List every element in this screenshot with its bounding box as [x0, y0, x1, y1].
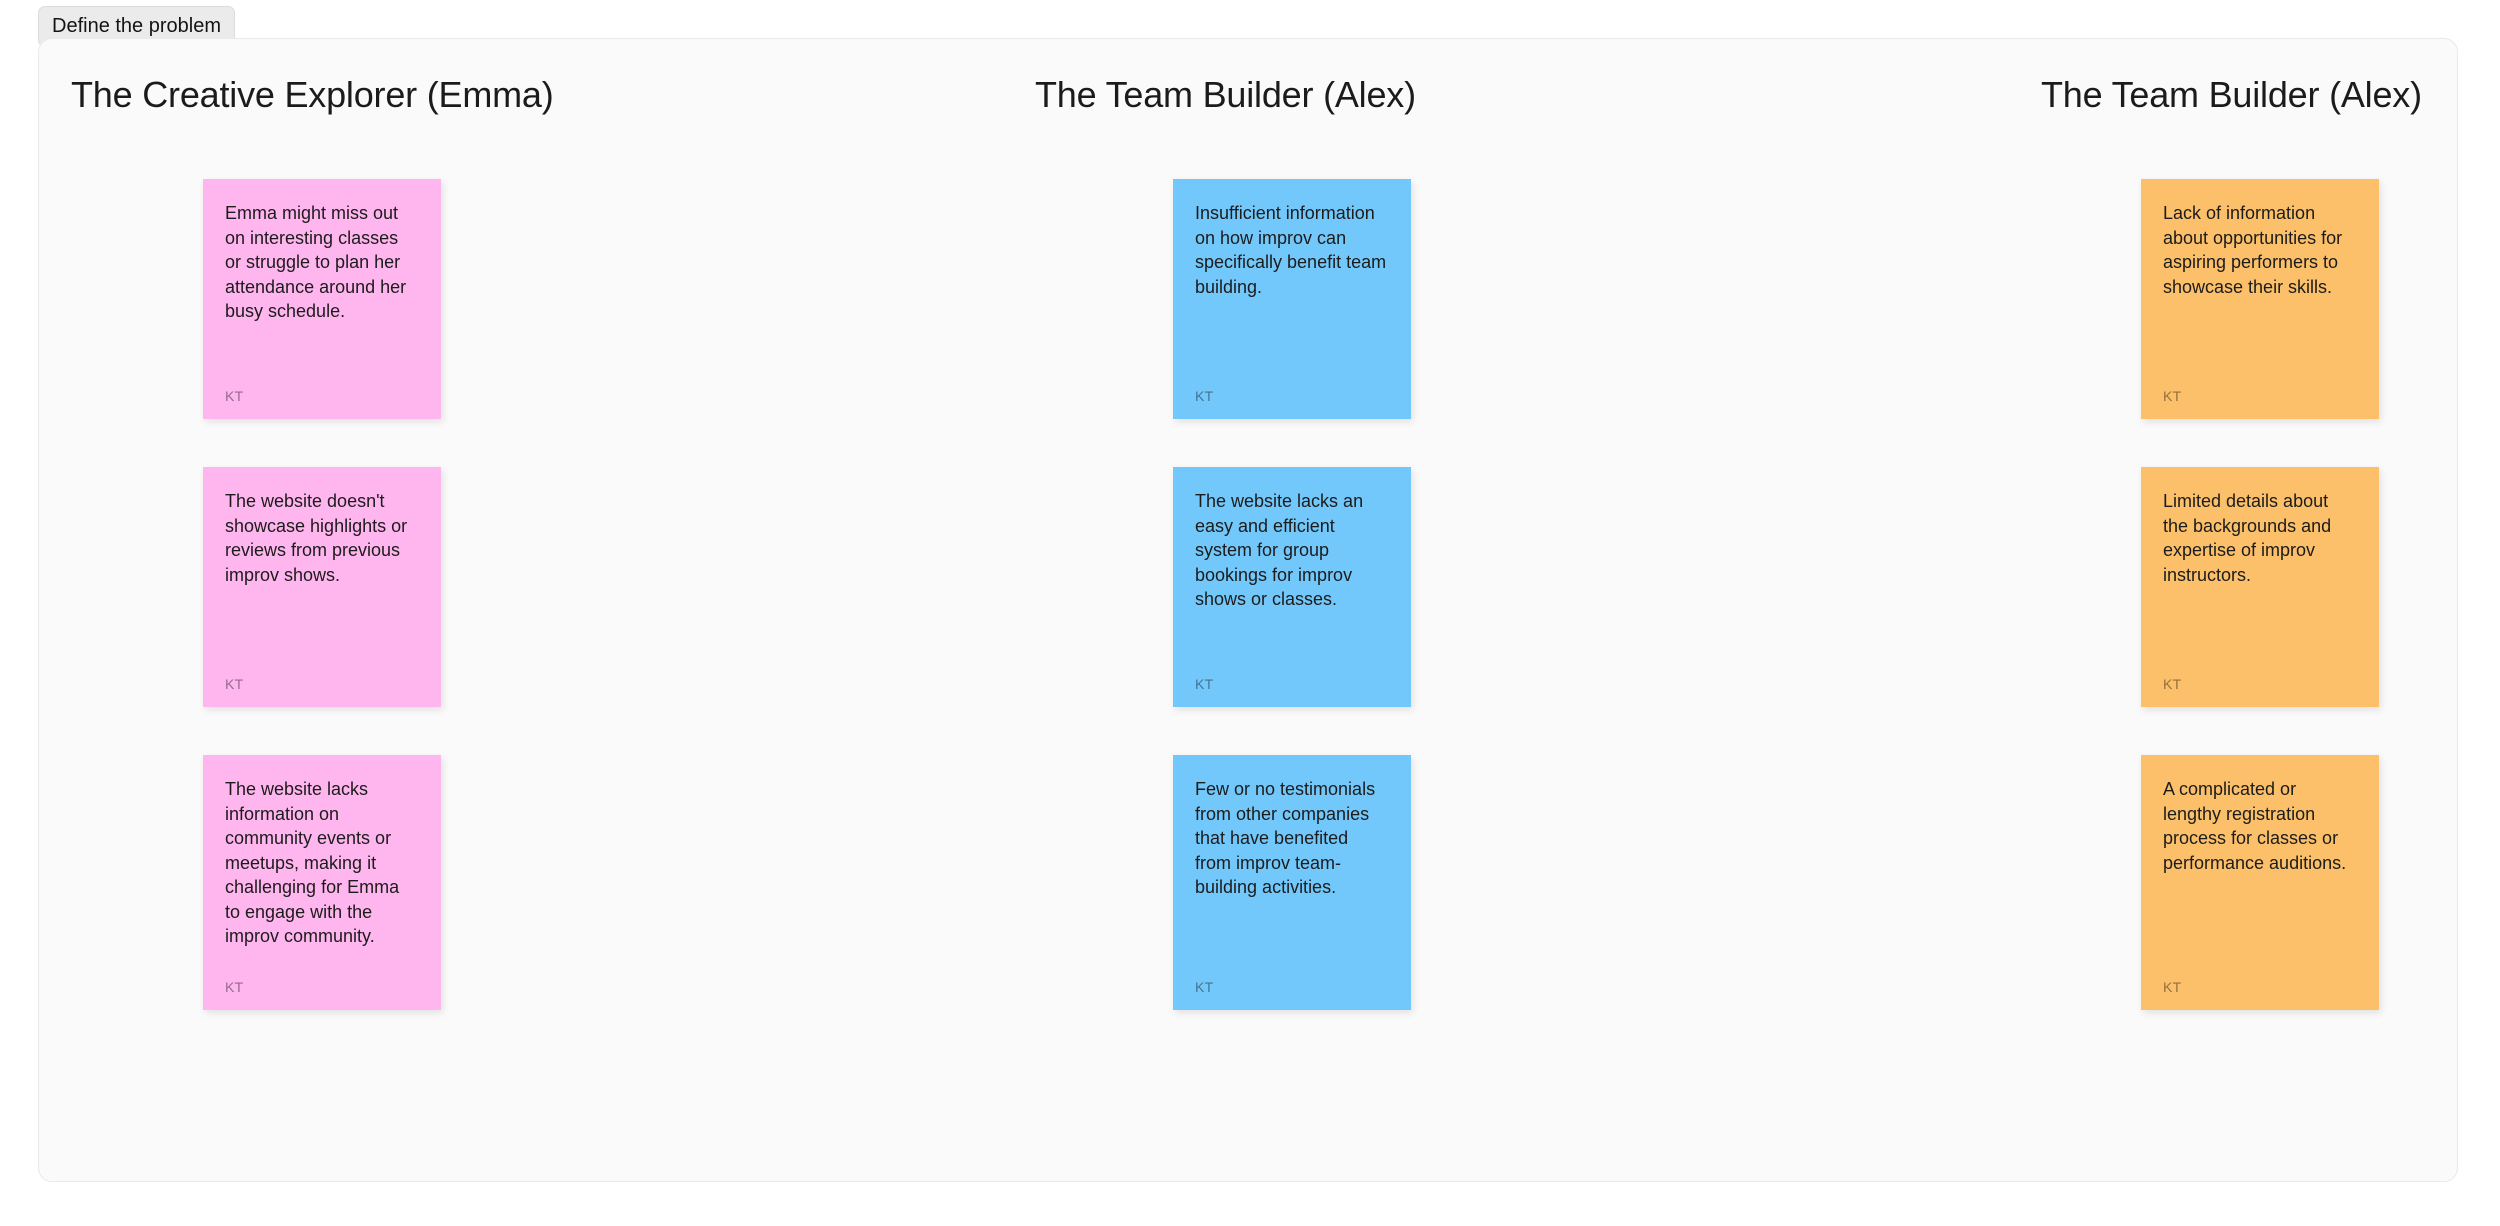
sticky-note[interactable]: Lack of information about opportunities … — [2141, 179, 2379, 419]
sticky-note-stack: Emma might miss out on interesting class… — [203, 179, 441, 1010]
sticky-note[interactable]: Emma might miss out on interesting class… — [203, 179, 441, 419]
sticky-note-author: KT — [1195, 388, 1214, 404]
sticky-note-text: The website lacks an easy and efficient … — [1195, 491, 1369, 609]
sticky-note-text: Limited details about the backgrounds an… — [2163, 491, 2337, 585]
sticky-note[interactable]: The website lacks information on communi… — [203, 755, 441, 1010]
column-title: The Team Builder (Alex) — [1035, 74, 1416, 115]
sticky-note[interactable]: A complicated or lengthy registration pr… — [2141, 755, 2379, 1010]
sticky-note-author: KT — [2163, 676, 2182, 692]
sticky-note-stack: Insufficient information on how improv c… — [1173, 179, 1411, 1010]
sticky-note-text: Lack of information about opportunities … — [2163, 203, 2348, 297]
sticky-note-author: KT — [1195, 676, 1214, 692]
column-title: The Creative Explorer (Emma) — [71, 74, 554, 115]
sticky-note[interactable]: The website lacks an easy and efficient … — [1173, 467, 1411, 707]
sticky-note-text: Few or no testimonials from other compan… — [1195, 779, 1381, 897]
board-panel: The Creative Explorer (Emma) Emma might … — [38, 38, 2458, 1182]
sticky-note-text: The website doesn't showcase highlights … — [225, 491, 413, 585]
sticky-note-stack: Lack of information about opportunities … — [2141, 179, 2379, 1010]
sticky-note[interactable]: Few or no testimonials from other compan… — [1173, 755, 1411, 1010]
board-column-team-builder-orange: The Team Builder (Alex) Lack of informat… — [1651, 39, 2457, 1181]
column-title: The Team Builder (Alex) — [2041, 74, 2422, 115]
sticky-note-text: A complicated or lengthy registration pr… — [2163, 779, 2347, 873]
board-column-team-builder-blue: The Team Builder (Alex) Insufficient inf… — [845, 39, 1651, 1181]
sticky-note-text: Emma might miss out on interesting class… — [225, 203, 412, 321]
sticky-note-text: The website lacks information on communi… — [225, 779, 405, 946]
sticky-note[interactable]: The website doesn't showcase highlights … — [203, 467, 441, 707]
board-column-creative-explorer: The Creative Explorer (Emma) Emma might … — [39, 39, 845, 1181]
sticky-note-author: KT — [225, 979, 244, 995]
sticky-note-author: KT — [1195, 979, 1214, 995]
sticky-note[interactable]: Insufficient information on how improv c… — [1173, 179, 1411, 419]
sticky-note-author: KT — [2163, 388, 2182, 404]
sticky-note-author: KT — [2163, 979, 2182, 995]
sticky-note-text: Insufficient information on how improv c… — [1195, 203, 1392, 297]
sticky-note-author: KT — [225, 388, 244, 404]
board-columns: The Creative Explorer (Emma) Emma might … — [39, 39, 2457, 1181]
sticky-note-author: KT — [225, 676, 244, 692]
sticky-note[interactable]: Limited details about the backgrounds an… — [2141, 467, 2379, 707]
